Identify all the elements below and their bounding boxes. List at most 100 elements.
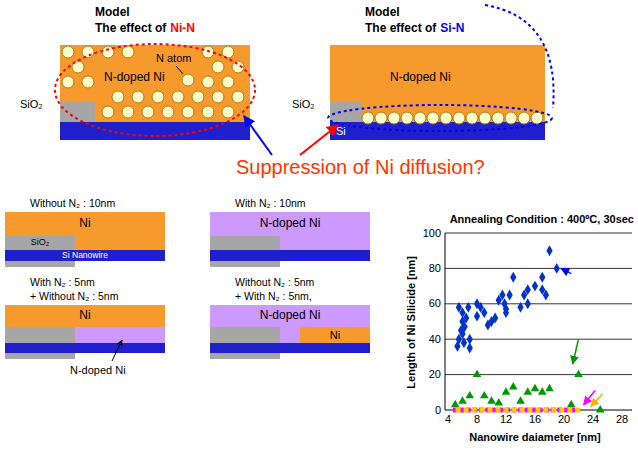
tick-label: 20	[558, 413, 570, 426]
data-point	[481, 307, 487, 318]
data-point	[516, 396, 525, 403]
data-point	[485, 320, 491, 331]
si-nanowire	[210, 343, 370, 353]
tick-label: 12	[500, 413, 512, 426]
chart-title: Annealing Condition : 400ºC, 30sec	[450, 213, 634, 226]
n-atom	[202, 76, 214, 88]
sio2-layer	[210, 261, 280, 267]
node-text: N-doped Ni	[390, 71, 451, 84]
sio2-layer: SiO₂	[5, 236, 75, 250]
data-point	[456, 408, 581, 413]
part-label: N-doped Ni	[70, 364, 126, 377]
axis-line	[445, 233, 446, 410]
data-point	[502, 387, 511, 394]
part-label: SiO₂	[20, 98, 43, 111]
data-point	[517, 302, 523, 313]
n-atom	[222, 76, 234, 88]
sample-title: + Without N₂ : 5nm	[30, 290, 118, 302]
n-doped-ni-layer	[75, 327, 165, 343]
node-fill	[330, 45, 545, 122]
data-point	[512, 408, 517, 413]
grid-line	[445, 374, 632, 375]
node-text: Ni	[79, 217, 90, 230]
node-text: N-doped Ni	[260, 309, 321, 322]
data-point	[492, 313, 498, 324]
grid-line	[445, 303, 632, 304]
model-heading: Model	[95, 6, 130, 20]
tick-label: 8	[474, 413, 480, 426]
n-atom	[375, 112, 387, 124]
data-point	[543, 290, 549, 301]
n-atom	[479, 112, 491, 124]
data-point	[487, 396, 496, 403]
data-point	[480, 391, 489, 398]
pointer-arrow	[561, 268, 571, 273]
model-subheading: Ni-N	[170, 22, 195, 36]
data-point	[467, 334, 473, 345]
data-point	[538, 387, 547, 394]
si-nanowire	[210, 250, 370, 261]
si-nanowire	[5, 343, 165, 353]
n-doped-ni-layer	[280, 327, 300, 343]
tick-label: 20	[429, 368, 441, 381]
n-doped-ni-layer: N-doped Ni	[210, 212, 370, 250]
pointer-arrow	[300, 125, 338, 155]
part-label: N atom	[156, 52, 191, 65]
n-doped-ni-region: N-doped Ni	[330, 45, 545, 122]
n-atom	[82, 76, 94, 88]
n-atom	[182, 74, 194, 86]
n-atom	[132, 91, 144, 103]
n-atom	[401, 112, 413, 124]
data-point	[451, 370, 605, 413]
data-point	[551, 408, 556, 413]
n-atom	[142, 106, 154, 118]
data-point	[503, 304, 509, 315]
n-atom	[531, 112, 543, 124]
si-substrate: Si	[330, 122, 545, 140]
highlight-ellipse	[55, 44, 255, 136]
n-atom	[162, 106, 174, 118]
data-point	[539, 272, 545, 283]
sample-title: Without N₂ : 10nm	[30, 197, 115, 209]
n-atom	[440, 112, 452, 124]
data-point	[525, 298, 531, 309]
sio2-layer	[5, 353, 75, 359]
data-point	[488, 408, 493, 413]
n-atom	[122, 106, 134, 118]
data-point	[474, 311, 480, 322]
ni-layer: Ni	[300, 327, 370, 343]
data-point	[596, 405, 605, 412]
node-fill	[5, 212, 165, 250]
data-point	[532, 281, 538, 292]
data-point	[453, 408, 575, 413]
n-atom	[222, 46, 234, 58]
node-fill	[210, 212, 370, 250]
si-nanowire: Si Nanowire	[5, 250, 165, 261]
grid-line	[445, 268, 632, 269]
tick-label: 100	[423, 227, 441, 240]
n-atom	[62, 76, 74, 88]
leader-arrow	[112, 340, 122, 361]
node-text: Si	[336, 125, 346, 137]
model-subheading: The effect of	[365, 22, 436, 36]
data-point	[472, 408, 477, 413]
sio2-layer	[210, 353, 280, 359]
data-point	[551, 408, 556, 413]
n-atom	[182, 106, 194, 118]
data-point	[535, 408, 540, 413]
model-heading: Model	[365, 6, 400, 20]
data-point	[567, 400, 576, 407]
n-atom	[202, 106, 214, 118]
data-point	[472, 408, 477, 413]
n-atom	[362, 112, 374, 124]
data-point	[464, 408, 469, 413]
ni-layer: Ni	[5, 305, 165, 327]
data-point	[575, 408, 580, 413]
data-point	[494, 398, 503, 405]
n-atom	[212, 61, 224, 73]
tick-label: 80	[429, 262, 441, 275]
node-text: N-doped Ni	[260, 217, 321, 230]
data-point	[510, 272, 516, 283]
ni-layer: Ni	[5, 212, 165, 250]
pointer-arrow	[573, 339, 579, 364]
